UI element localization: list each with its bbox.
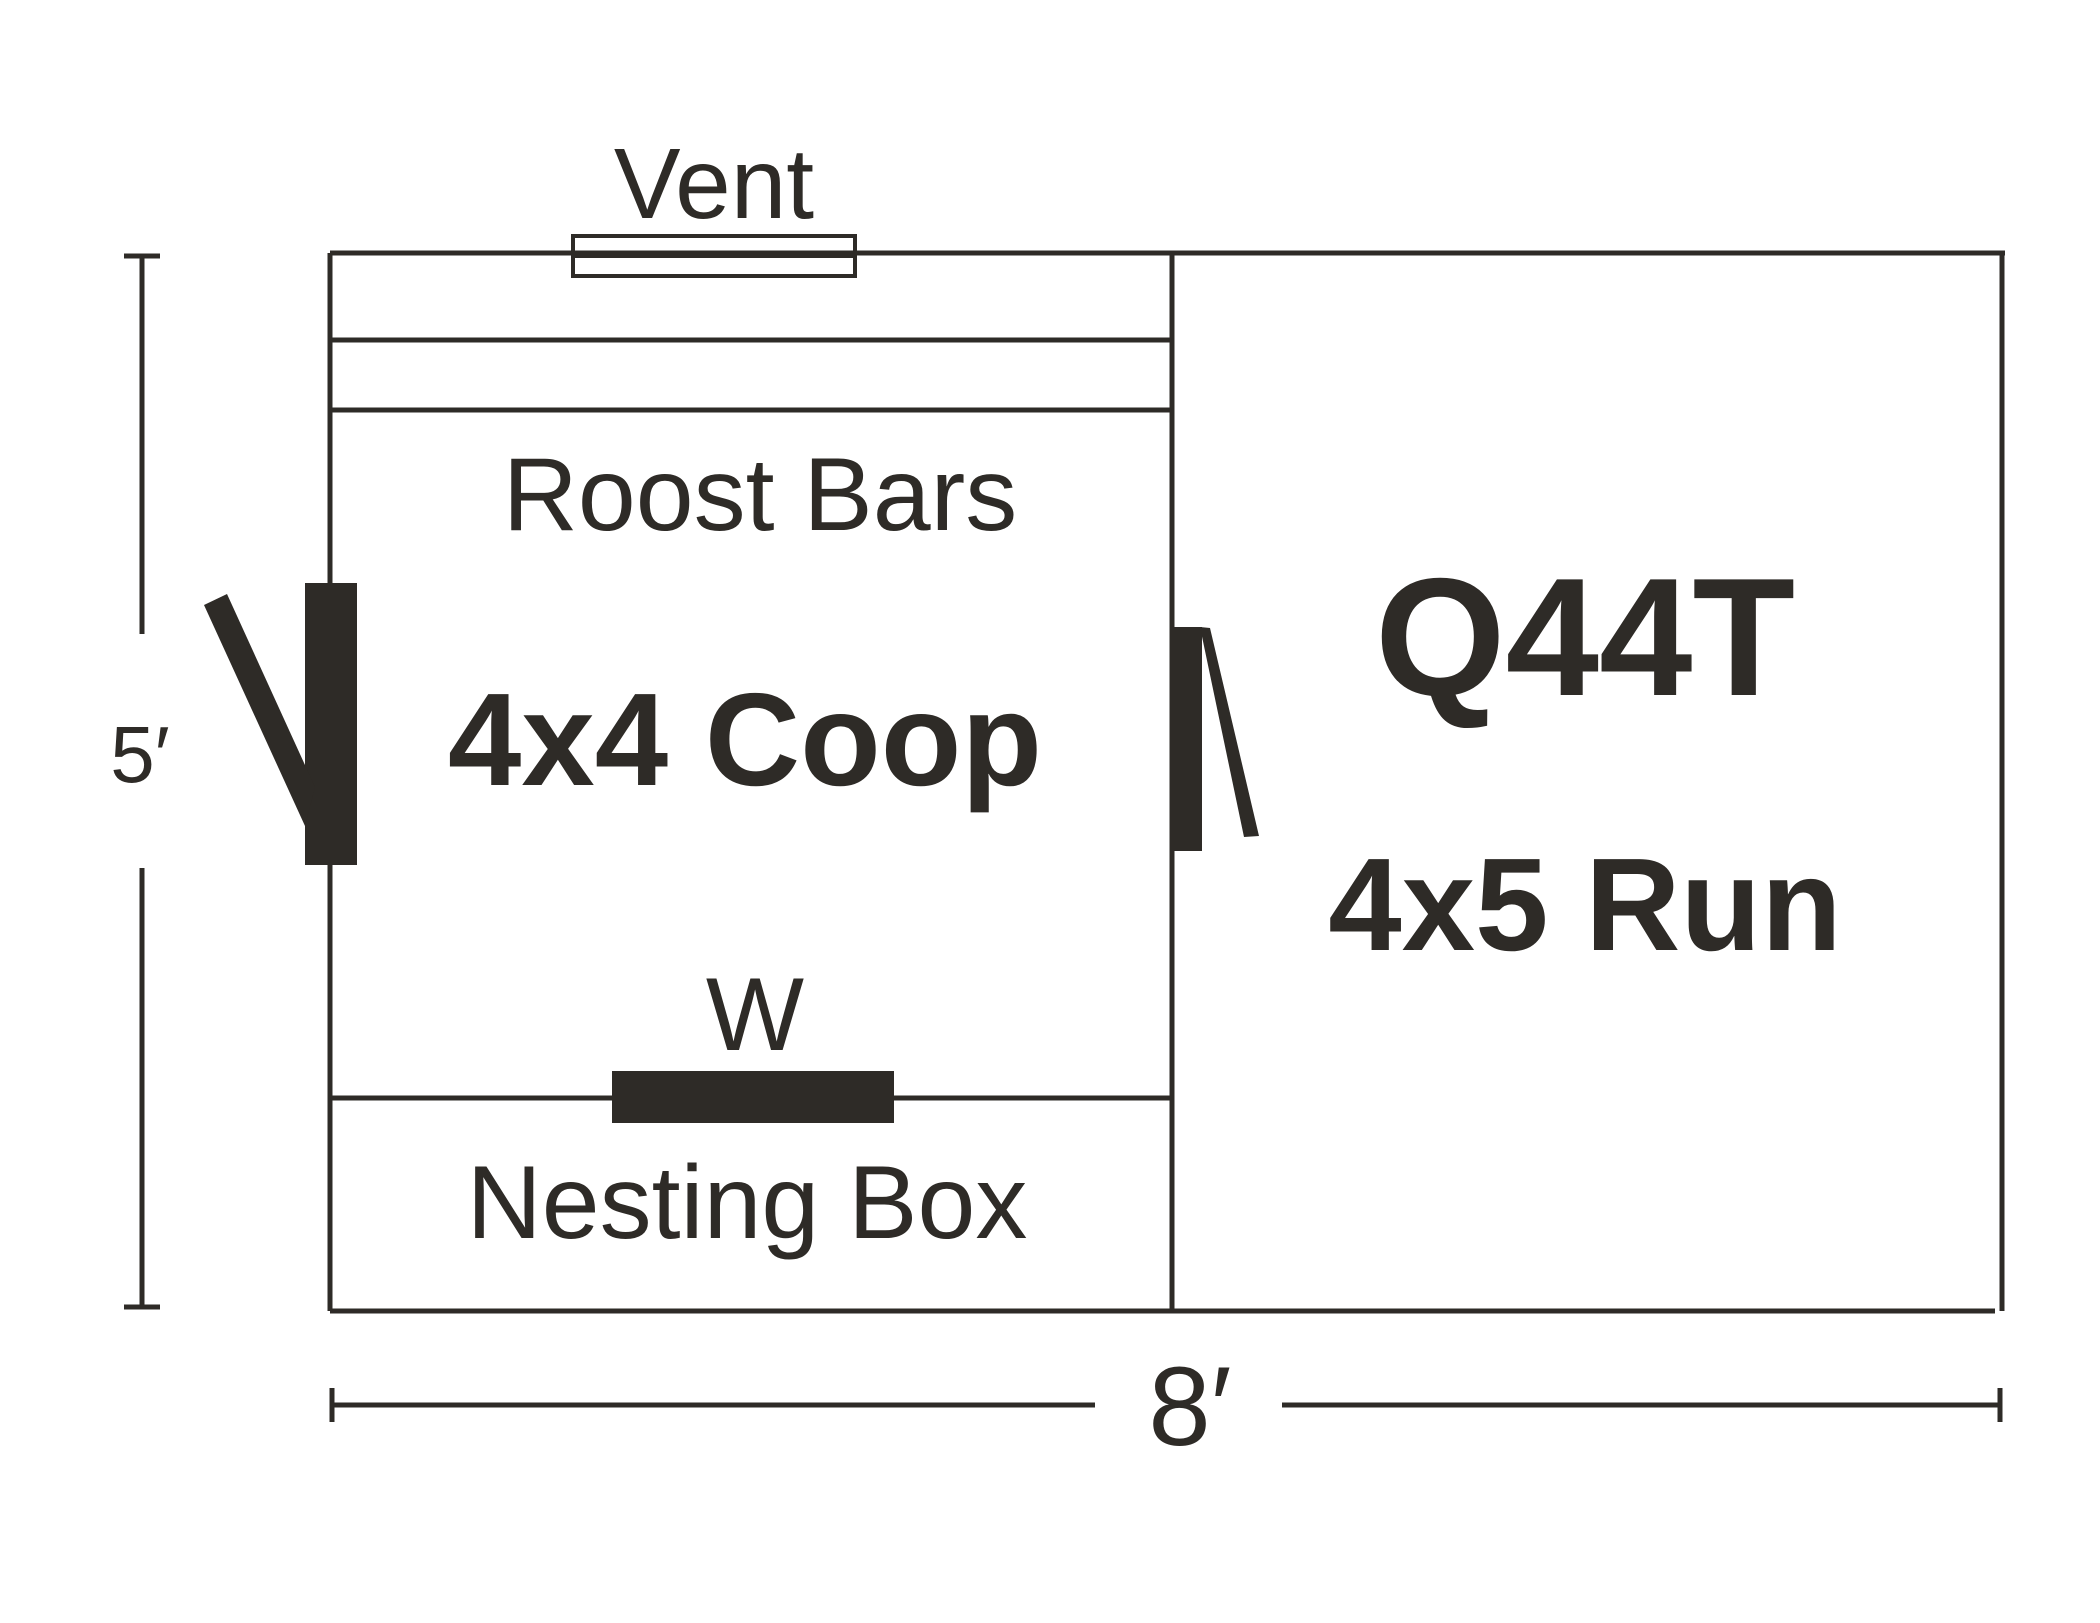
coop-door-panel — [305, 583, 357, 865]
run-label: 4x5 Run — [1328, 831, 1842, 978]
window-label: W — [706, 957, 804, 1073]
nesting-box: Nesting Box — [330, 1095, 1172, 1261]
roost-bars-label: Roost Bars — [503, 437, 1017, 553]
height-dimension-label: 5′ — [110, 710, 170, 799]
width-dimension-label: 8′ — [1148, 1344, 1231, 1469]
coop-label: 4x4 Coop — [448, 666, 1042, 813]
window: W — [612, 957, 894, 1123]
width-dimension: 8′ — [329, 1344, 2003, 1469]
nesting-box-label: Nesting Box — [467, 1145, 1028, 1261]
run-access-door-panel — [1174, 627, 1202, 851]
vent: Vent — [571, 128, 857, 278]
model-label: Q44T — [1375, 543, 1795, 731]
vent-label: Vent — [614, 128, 814, 240]
run-access-door — [1174, 627, 1259, 851]
coop-door-swing — [204, 594, 315, 826]
roost-bars: Roost Bars — [330, 337, 1172, 553]
height-dimension: 5′ — [110, 253, 170, 1310]
run-access-door-swing — [1200, 627, 1259, 837]
coop-door — [204, 583, 357, 865]
window-panel — [612, 1071, 894, 1123]
